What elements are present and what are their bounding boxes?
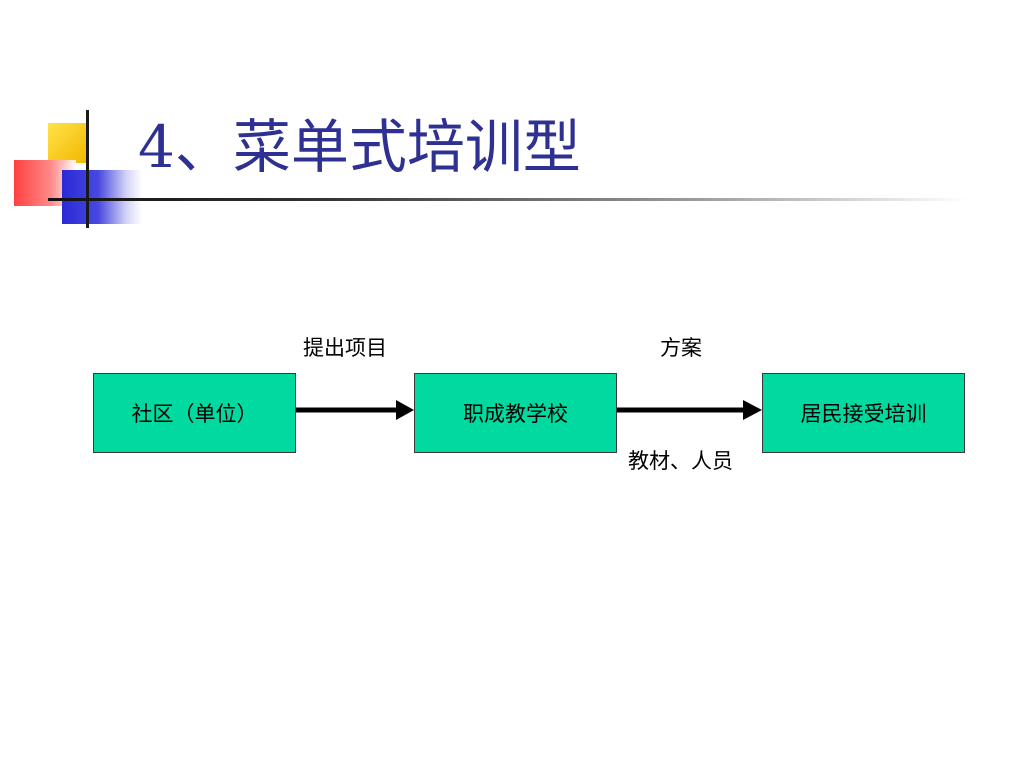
node-community-label: 社区（单位） xyxy=(131,402,258,426)
edge-label-propose-project: 提出项目 xyxy=(303,336,387,360)
logo-blue-square xyxy=(62,170,142,224)
node-vocational-school: 职成教学校 xyxy=(414,373,617,453)
title-underline xyxy=(48,198,968,201)
arrow-school-to-residents xyxy=(617,400,762,420)
node-residents-training-label: 居民接受培训 xyxy=(800,402,927,426)
logo-vertical-line xyxy=(86,110,89,228)
slide-title: 4、菜单式培训型 xyxy=(138,113,581,181)
edge-label-materials-staff: 教材、人员 xyxy=(628,449,733,473)
logo-yellow-square xyxy=(48,123,86,163)
edge-label-plan: 方案 xyxy=(660,336,702,360)
node-vocational-school-label: 职成教学校 xyxy=(463,402,568,426)
node-community: 社区（单位） xyxy=(93,373,296,453)
node-residents-training: 居民接受培训 xyxy=(762,373,965,453)
arrow-community-to-school xyxy=(296,400,414,420)
